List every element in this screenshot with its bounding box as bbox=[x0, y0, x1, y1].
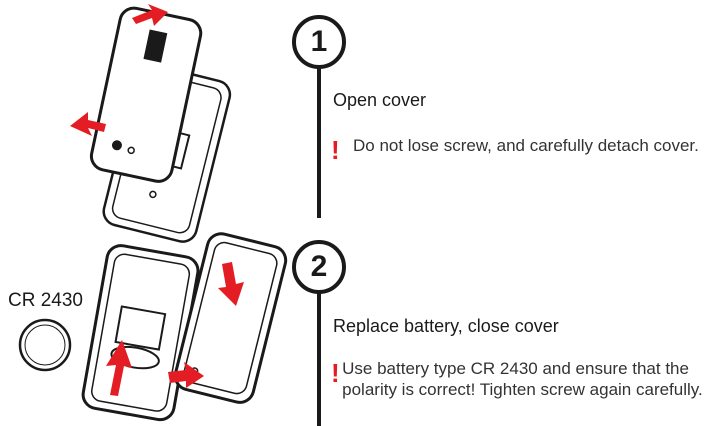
arrow-left-icon bbox=[70, 112, 106, 136]
arrow-right-icon bbox=[168, 362, 204, 388]
arrow-up-icon bbox=[132, 4, 168, 26]
step-1-title: Open cover bbox=[333, 90, 427, 110]
arrow-up-battery-icon bbox=[106, 340, 132, 396]
battery-label: CR 2430 bbox=[8, 290, 83, 311]
step-2-warning-text: Use battery type CR 2430 and ensure that… bbox=[342, 359, 703, 399]
step-2-warning: ! Use battery type CR 2430 and ensure th… bbox=[331, 358, 703, 400]
remote-cover-step2 bbox=[173, 232, 288, 404]
battery-coin-icon bbox=[18, 318, 72, 372]
step-2-title: Replace battery, close cover bbox=[333, 316, 559, 336]
timeline-line-2 bbox=[317, 288, 321, 426]
instructions-illustration bbox=[18, 4, 288, 422]
remote-base-step2 bbox=[81, 244, 200, 422]
step-1-badge: 1 bbox=[292, 15, 346, 69]
step-1-warning-text: Do not lose screw, and carefully detach … bbox=[353, 136, 699, 155]
step-1-warning: ! Do not lose screw, and carefully detac… bbox=[331, 135, 701, 163]
timeline-line-1 bbox=[317, 60, 321, 218]
warning-icon: ! bbox=[331, 358, 340, 388]
warning-icon: ! bbox=[331, 135, 340, 165]
step-2-badge: 2 bbox=[292, 240, 346, 294]
arrow-down-icon bbox=[218, 262, 244, 306]
